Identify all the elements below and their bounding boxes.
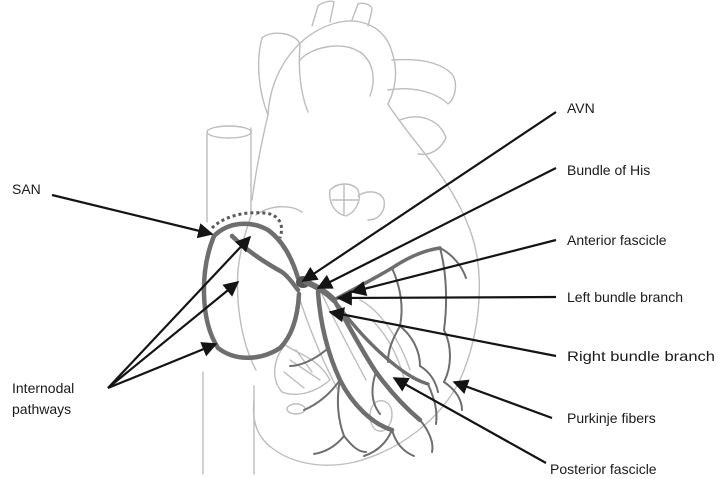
left-auricle [400, 117, 446, 154]
arrow-internodal-2 [108, 282, 238, 388]
superior-vena-cava-opening [207, 126, 251, 138]
arrow-san [52, 195, 212, 234]
label-posterior-fascicle: Posterior fascicle [550, 461, 657, 477]
arrow-anterior-fascicle [352, 240, 556, 292]
internodal-pathway-anterior [214, 224, 298, 278]
arrow-posterior-fascicle [394, 378, 546, 463]
pulmonary-valve [330, 184, 360, 216]
label-san: SAN [12, 181, 41, 197]
heart-contour [238, 104, 479, 465]
label-internodal-line1: Internodal [12, 380, 74, 396]
arrow-internodal-3 [108, 344, 216, 388]
label-anterior-fascicle: Anterior fascicle [567, 232, 667, 248]
inferior-vena-cava [203, 372, 254, 474]
label-internodal-line2: pathways [12, 401, 71, 417]
right-bundle-branch-path [318, 292, 392, 430]
superior-vena-cava [207, 128, 251, 222]
label-purkinje-fibers: Purkinje fibers [567, 410, 656, 426]
arrow-left-bundle-branch [338, 297, 556, 298]
aortic-valve [358, 192, 384, 220]
pulmonary-trunk [259, 38, 308, 115]
aorta-inner [300, 46, 373, 96]
arrow-avn [303, 112, 556, 281]
arrow-purkinje-fibers [454, 382, 552, 418]
arrow-internodal-1 [108, 237, 250, 388]
label-left-bundle-branch: Left bundle branch [567, 289, 683, 305]
coronary-sinus [287, 404, 305, 414]
pulmonary-trunk-top [262, 33, 300, 44]
left-pulmonary-artery [388, 60, 455, 104]
label-bundle-of-his: Bundle of His [567, 162, 650, 178]
label-right-bundle-branch: Right bundle branch [567, 348, 715, 364]
label-avn: AVN [567, 100, 595, 116]
